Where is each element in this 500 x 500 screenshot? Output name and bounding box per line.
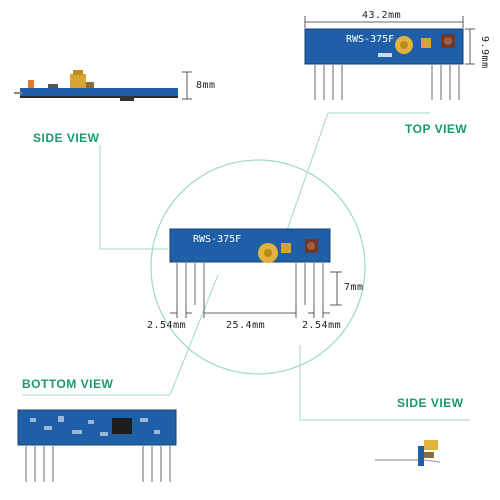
span-center-dimension: 25.4mm [226, 320, 266, 331]
side-pcb [20, 88, 178, 96]
side-view-label-top: SIDE VIEW [33, 131, 100, 145]
bottom-view-label: BOTTOM VIEW [22, 377, 114, 391]
leader-top-view-diag [284, 112, 329, 237]
height-side-dimension: 8mm [196, 80, 216, 91]
leader-bottom-view [22, 274, 219, 396]
top-view-label: TOP VIEW [405, 122, 468, 136]
length-top-dimension: 43.2mm [362, 10, 402, 21]
pitch-right-dimension: 2.54mm [302, 320, 342, 331]
bottom-ic [112, 418, 132, 434]
leader-side-view-top [99, 145, 168, 250]
leader-side-view-bottom [299, 345, 470, 421]
pin-height-dimension: 7mm [344, 282, 364, 293]
side-trimmer [70, 74, 86, 88]
model-label-center: RWS-375F [193, 234, 242, 245]
side-pcb-vertical [418, 446, 424, 466]
center-pcb [170, 229, 330, 262]
pitch-left-dimension: 2.54mm [147, 320, 187, 331]
focus-circle [150, 159, 366, 375]
side-view-label-bottom: SIDE VIEW [397, 396, 464, 410]
model-label-top: RWS-375F [346, 34, 395, 45]
top-pcb [305, 29, 463, 64]
